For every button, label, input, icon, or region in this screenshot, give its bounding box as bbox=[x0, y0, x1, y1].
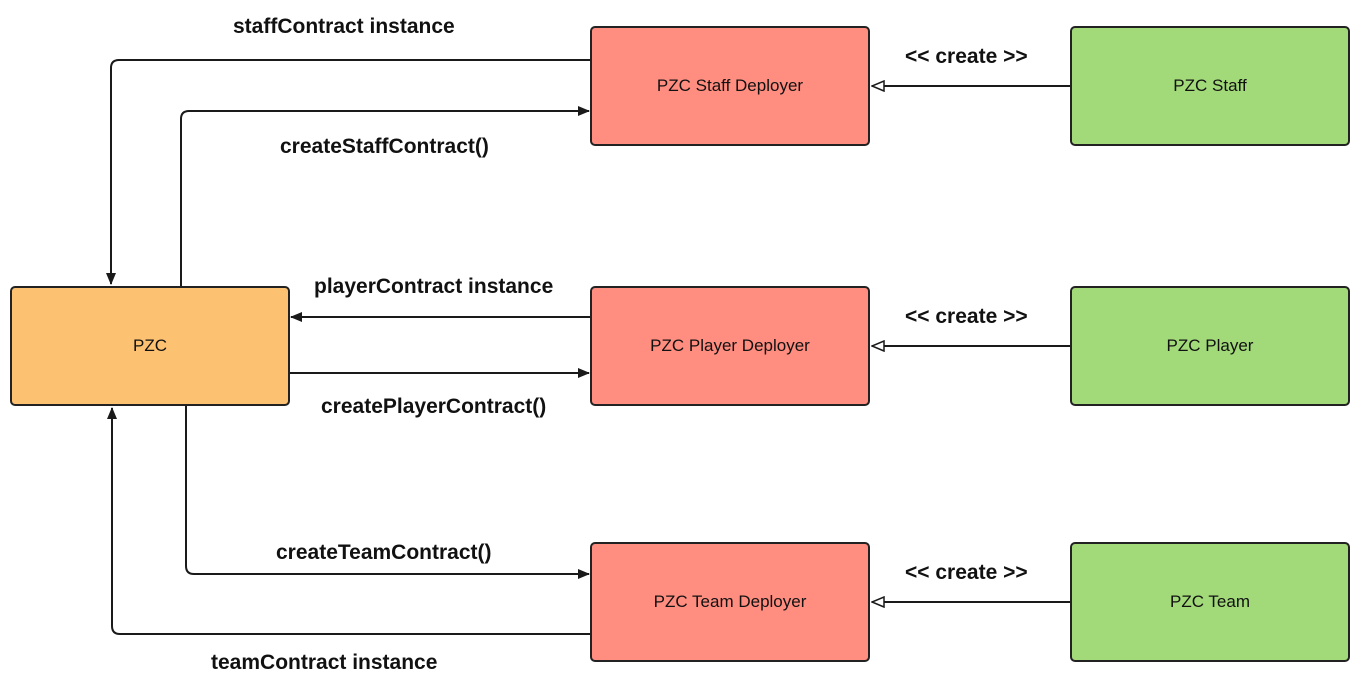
edge-label-create-player: createPlayerContract() bbox=[321, 395, 547, 418]
edge-create-staff bbox=[180, 106, 590, 286]
node-player-deployer[interactable]: PZC Player Deployer bbox=[590, 286, 870, 406]
edge-label-create-stereotype-team: << create >> bbox=[905, 561, 1028, 584]
edge-label-player-instance: playerContract instance bbox=[314, 275, 554, 298]
node-team[interactable]: PZC Team bbox=[1070, 542, 1350, 662]
edge-label-create-team: createTeamContract() bbox=[276, 541, 492, 564]
edge-team-instance bbox=[107, 407, 590, 635]
node-staff-deployer[interactable]: PZC Staff Deployer bbox=[590, 26, 870, 146]
node-staff-deployer-label: PZC Staff Deployer bbox=[656, 76, 804, 95]
edge-label-create-stereotype-player: << create >> bbox=[905, 305, 1028, 328]
node-player-label: PZC Player bbox=[1166, 336, 1254, 355]
node-team-deployer[interactable]: PZC Team Deployer bbox=[590, 542, 870, 662]
edge-staff-instance bbox=[106, 59, 590, 285]
edge-label-create-staff: createStaffContract() bbox=[280, 135, 489, 158]
node-pzc[interactable]: PZC bbox=[10, 286, 290, 406]
node-staff-label: PZC Staff bbox=[1173, 76, 1247, 95]
node-player[interactable]: PZC Player bbox=[1070, 286, 1350, 406]
node-team-deployer-label: PZC Team Deployer bbox=[653, 592, 807, 611]
node-player-deployer-label: PZC Player Deployer bbox=[650, 336, 810, 355]
node-pzc-label: PZC bbox=[133, 336, 167, 355]
edge-label-create-stereotype-staff: << create >> bbox=[905, 45, 1028, 68]
edge-label-staff-instance: staffContract instance bbox=[233, 15, 455, 38]
node-team-label: PZC Team bbox=[1170, 592, 1250, 611]
edge-create-team bbox=[185, 406, 590, 579]
node-staff[interactable]: PZC Staff bbox=[1070, 26, 1350, 146]
edge-label-team-instance: teamContract instance bbox=[211, 651, 438, 674]
